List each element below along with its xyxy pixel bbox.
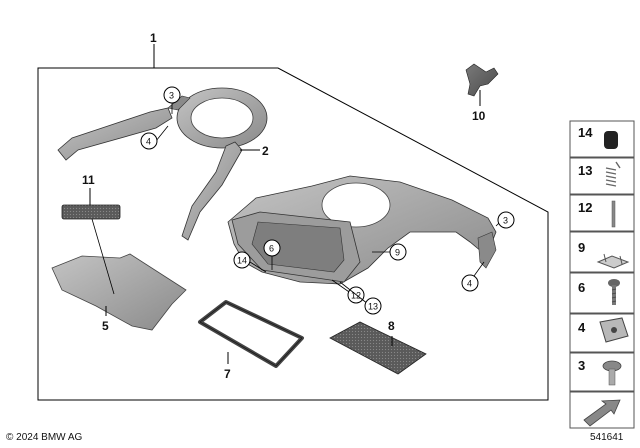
assembly-frame [37, 67, 549, 401]
legend-box-3 [569, 352, 635, 392]
part-5-cover [51, 253, 187, 331]
callout-circle-4b [461, 274, 479, 292]
legend-box-6 [569, 272, 635, 314]
leader-11-to-5 [91, 218, 115, 295]
legend-icon-pin [611, 200, 616, 228]
legend-box-9 [569, 231, 635, 273]
callout-2: 2 [262, 144, 269, 158]
part-8-mat [329, 321, 427, 375]
callout-circle-3a [163, 86, 181, 104]
callout-circle-13 [364, 297, 382, 315]
legend-label-13: 13 [578, 163, 592, 178]
legend-label-9: 9 [578, 240, 585, 255]
legend-label-6: 6 [578, 280, 585, 295]
callout-4b: 4 [467, 279, 472, 289]
callout-3b: 3 [503, 216, 508, 226]
callout-14: 14 [237, 256, 247, 266]
callout-1: 1 [150, 31, 157, 45]
callout-3a: 3 [169, 91, 174, 101]
part-11-grille [61, 204, 121, 220]
direction-arrow-icon [583, 399, 621, 427]
part-1-housing [227, 175, 497, 285]
callout-6: 6 [269, 244, 274, 254]
legend-icon-spring [605, 161, 621, 187]
callout-9: 9 [395, 248, 400, 258]
leader-13 [339, 281, 369, 305]
copyright-text: © 2024 BMW AG [6, 432, 83, 443]
legend-box-12 [569, 194, 635, 232]
legend-label-4: 4 [578, 320, 586, 335]
callout-4a: 4 [146, 137, 151, 147]
legend-label-14: 14 [578, 125, 593, 140]
legend-box-4 [569, 313, 635, 353]
leader-4b [473, 261, 485, 277]
legend-icon-cap [604, 131, 618, 149]
callout-circle-14 [233, 251, 251, 269]
callout-8: 8 [388, 319, 395, 333]
callout-circle-3b [497, 211, 515, 229]
legend-icon-clip [596, 253, 630, 269]
part-7-gasket [198, 300, 304, 368]
legend-icon-screw [608, 279, 620, 305]
callout-circle-9 [389, 243, 407, 261]
legend-label-3: 3 [578, 358, 585, 373]
callout-13: 13 [368, 302, 378, 312]
legend-icon-bolt [602, 360, 622, 386]
callout-7: 7 [224, 367, 231, 381]
callout-10: 10 [472, 109, 486, 123]
callout-5: 5 [102, 319, 109, 333]
callout-11: 11 [82, 173, 95, 187]
diagram-id: 541641 [590, 432, 624, 443]
legend-box-13 [569, 157, 635, 195]
callout-circle-4a [140, 132, 158, 150]
legend-label-12: 12 [578, 200, 592, 215]
leader-14 [249, 261, 267, 273]
callout-circle-6 [263, 239, 281, 257]
leader-4a [155, 125, 169, 142]
hardware-legend: 14 13 12 9 6 4 3 [569, 120, 635, 429]
part-10-sensor [465, 63, 499, 97]
legend-box-14 [569, 120, 635, 158]
callout-12: 12 [351, 291, 361, 301]
part-2-bracket [57, 87, 268, 241]
